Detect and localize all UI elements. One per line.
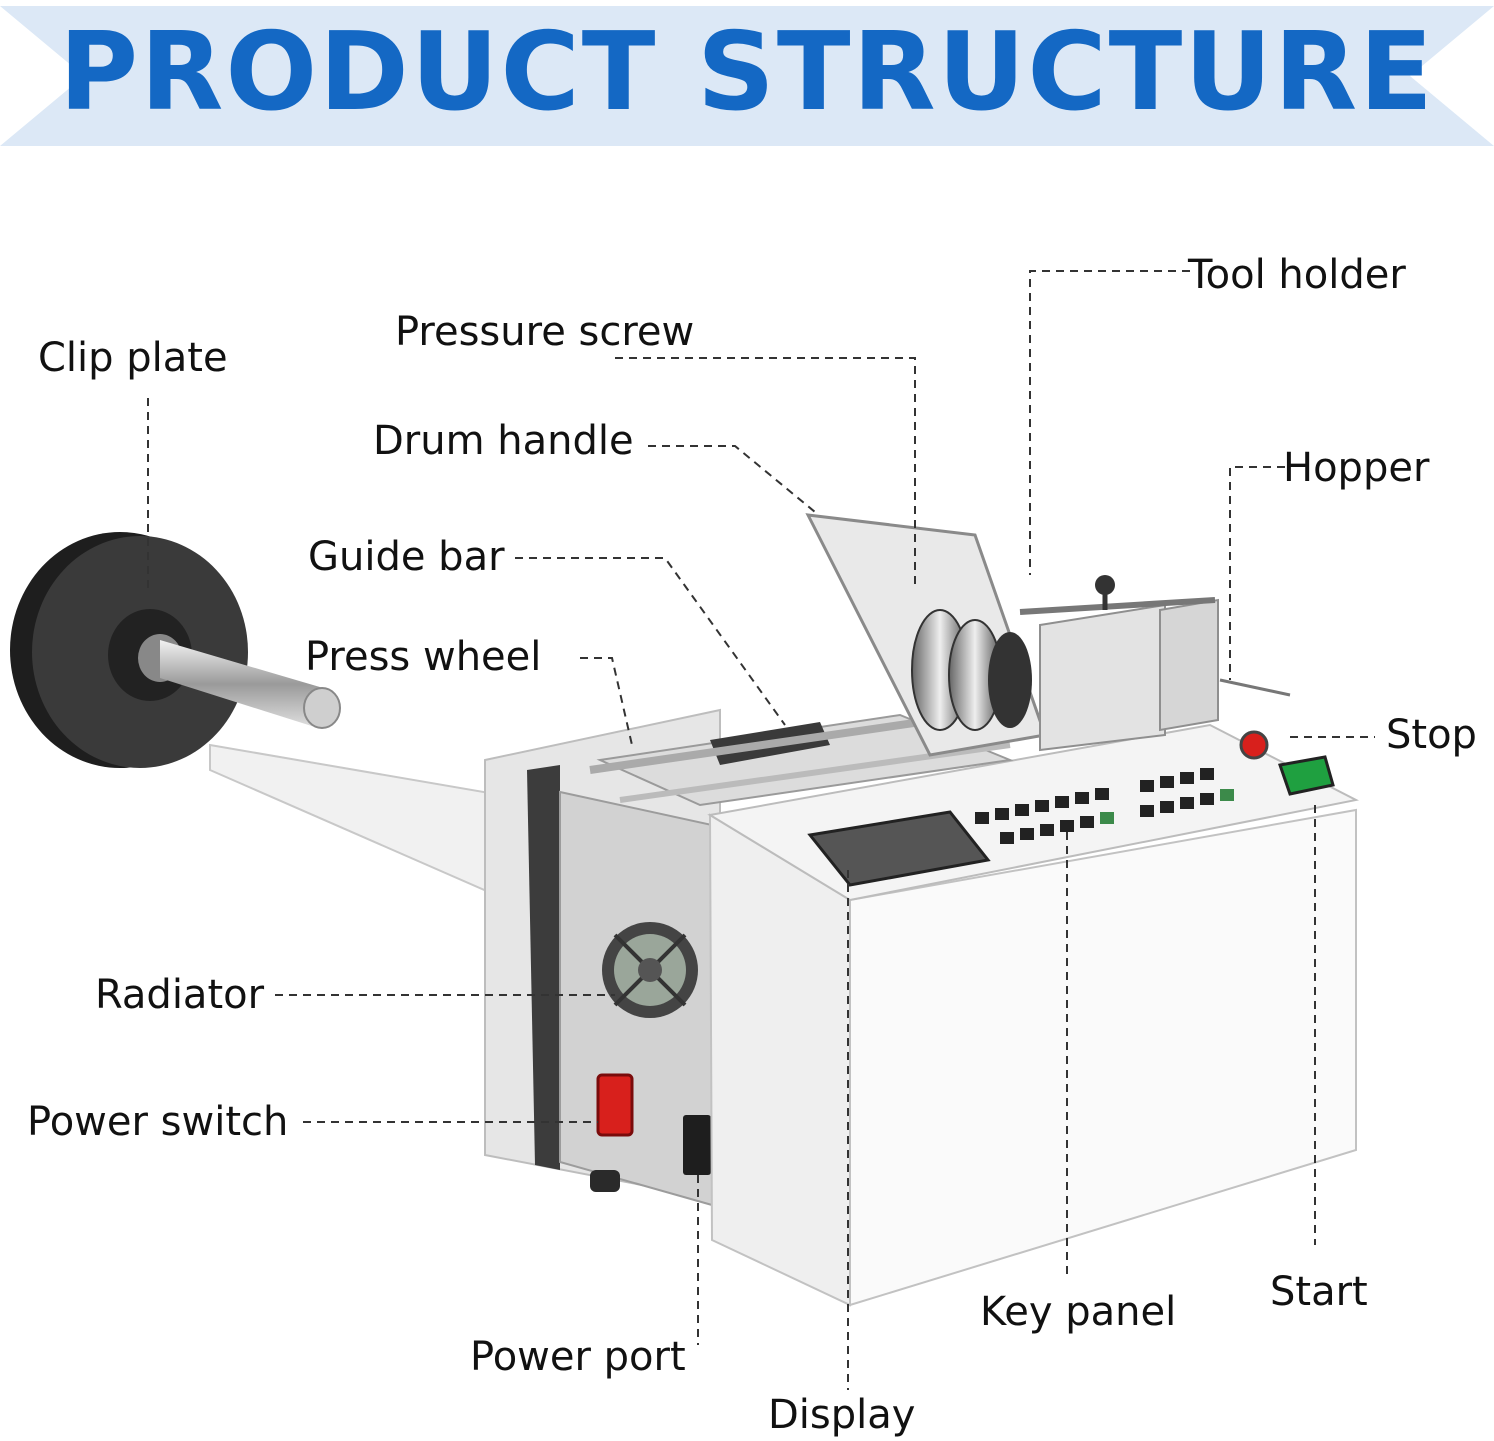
label-stop: Stop — [1386, 712, 1477, 758]
label-pressure-screw: Pressure screw — [395, 309, 695, 355]
label-radiator: Radiator — [95, 972, 265, 1018]
label-tool-holder: Tool holder — [1188, 252, 1406, 298]
display-graphic — [807, 810, 991, 887]
start-button-graphic — [1278, 755, 1335, 796]
title-banner — [0, 6, 1494, 146]
label-power-port: Power port — [470, 1334, 686, 1380]
hopper-graphic — [1159, 598, 1219, 732]
power-port-graphic — [683, 1115, 711, 1175]
radiator-fan — [602, 922, 698, 1018]
label-hopper: Hopper — [1283, 445, 1430, 491]
label-display: Display — [768, 1392, 916, 1438]
label-drum-handle: Drum handle — [373, 418, 634, 464]
page-title: PRODUCT STRUCTURE — [59, 10, 1435, 135]
label-clip-plate: Clip plate — [38, 335, 228, 381]
main-body — [849, 808, 1357, 1307]
label-key-panel: Key panel — [980, 1289, 1177, 1335]
key-panel-graphic — [975, 768, 1234, 844]
power-switch-graphic — [596, 1073, 634, 1137]
leader-lines — [147, 270, 1375, 1390]
label-start: Start — [1270, 1269, 1368, 1315]
stop-button-graphic — [1239, 730, 1269, 760]
clip-plate-spool — [10, 532, 341, 768]
tool-holder-graphic — [1039, 603, 1166, 752]
material-strip — [209, 743, 531, 912]
label-power-switch: Power switch — [27, 1099, 289, 1145]
label-press-wheel: Press wheel — [305, 634, 542, 680]
label-guide-bar: Guide bar — [308, 534, 505, 580]
